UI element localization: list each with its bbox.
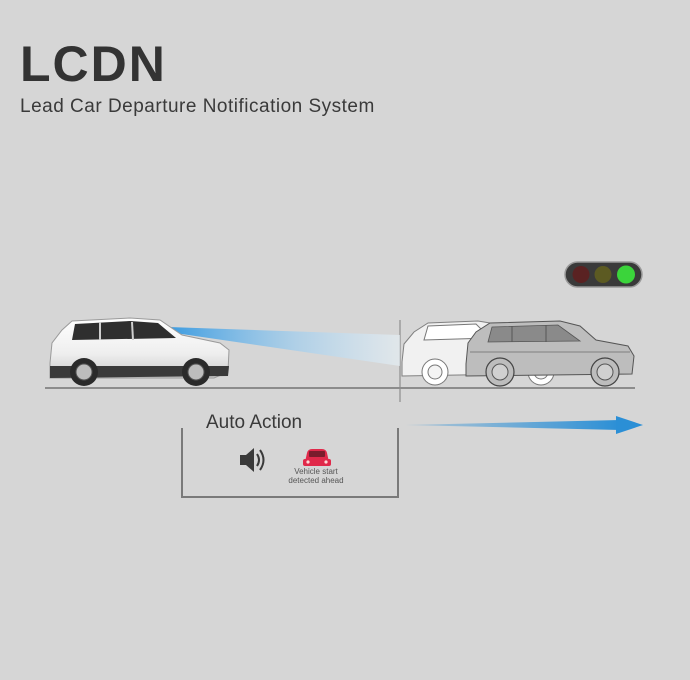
alert-car-icon xyxy=(303,449,331,466)
page-subtitle: Lead Car Departure Notification System xyxy=(20,96,375,117)
speaker-icon xyxy=(240,448,265,472)
ego-car xyxy=(49,317,230,386)
auto-action-box xyxy=(181,428,399,498)
lead-car xyxy=(465,320,635,387)
green-light xyxy=(617,265,635,284)
auto-action-label: Auto Action xyxy=(200,412,309,434)
page-title: LCDN xyxy=(20,36,167,92)
amber-light xyxy=(594,266,612,283)
departure-arrow xyxy=(405,416,643,434)
red-light xyxy=(572,266,590,283)
sensor-beam xyxy=(168,327,400,366)
detection-message: Vehicle start detected ahead xyxy=(288,467,344,485)
traffic-light-icon xyxy=(564,261,643,288)
